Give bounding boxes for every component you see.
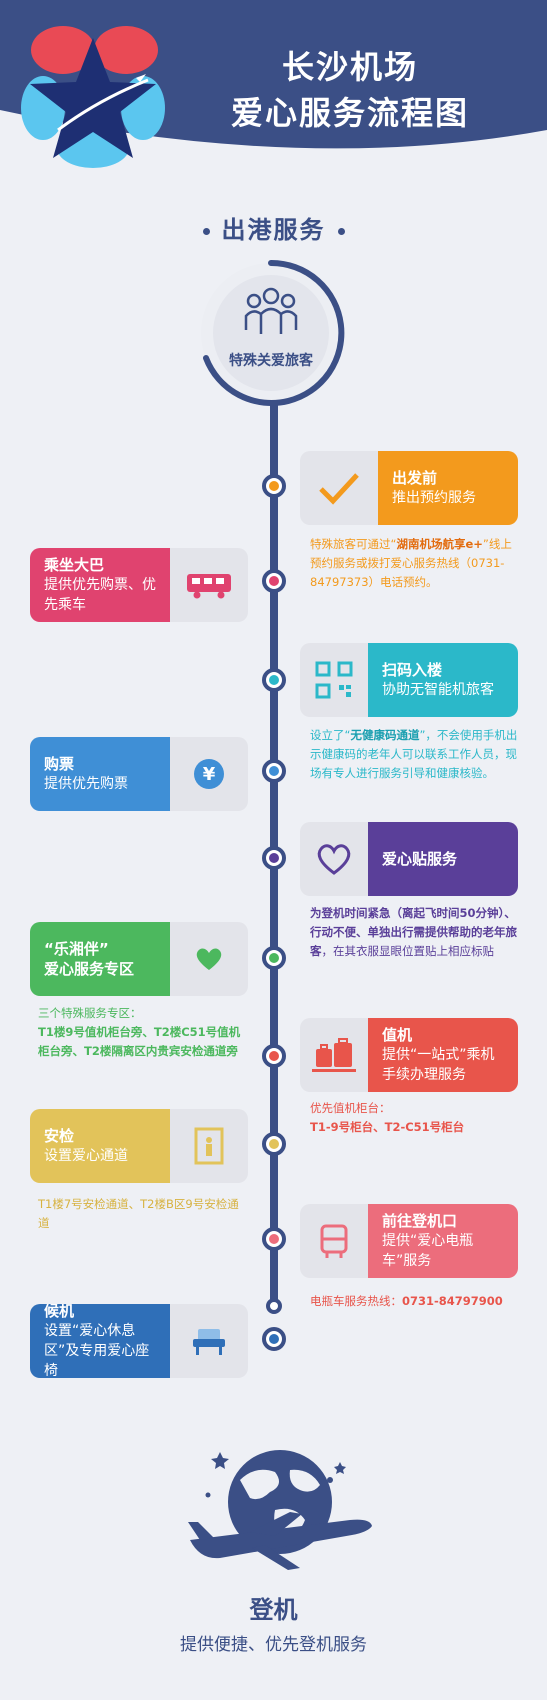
globe-plane-illustration [180, 1440, 380, 1580]
logo-icon [21, 26, 165, 168]
timeline-node-7 [262, 1044, 286, 1068]
header-title-line2: 爱心服务流程图 [230, 94, 469, 132]
timeline-node-9 [262, 1227, 286, 1251]
electric-cart-icon [300, 1204, 368, 1278]
step-scan: 扫码入楼 协助无智能机旅客 [300, 643, 518, 717]
timeline-node-3 [262, 668, 286, 692]
step-title: 爱心贴服务 [382, 850, 458, 868]
dot-left [202, 227, 210, 235]
note-heart-sticker: 为登机时间紧急（离起飞时间50分钟）、行动不便、单独出行需提供帮助的老年旅客，在… [310, 906, 517, 958]
step-title: “乐湘伴” [44, 940, 109, 958]
step-title: 出发前 [392, 469, 438, 487]
qr-code-icon [300, 643, 368, 717]
step-title: 安检 [44, 1127, 75, 1145]
step-subtitle: 提供“爱心电瓶车”服务 [382, 1233, 474, 1269]
timeline-node-5 [262, 846, 286, 870]
note-lexiangban: 三个特殊服务专区：T1楼9号值机柜台旁、T2楼C51号值机柜台旁、T2楼隔离区内… [38, 1006, 241, 1058]
step-subtitle: 提供优先购票 [44, 776, 128, 792]
step-subtitle: 爱心服务专区 [44, 960, 135, 978]
note-scan: 设立了“无健康码通道”，不会使用手机出示健康码的老年人可以联系工作人员，现场有专… [310, 728, 518, 780]
heart-outline-icon [300, 822, 368, 896]
header-title-line1: 长沙机场 [281, 48, 418, 86]
note-checkin: 优先值机柜台：T1-9号柜台、T2-C51号柜台 [310, 1101, 465, 1134]
bus-icon [170, 548, 248, 622]
step-subtitle: 提供优先购票、优先乘车 [44, 577, 156, 613]
timeline-node-8 [262, 1132, 286, 1156]
step-title: 购票 [44, 755, 75, 773]
step-subtitle: 设置“爱心休息区”及专用爱心座椅 [44, 1323, 150, 1378]
timeline-node-6 [262, 946, 286, 970]
yuan-icon: ¥ [170, 737, 248, 811]
note-security: T1楼7号安检通道、T2楼B区9号安检通道 [38, 1197, 239, 1230]
badge-label: 特殊关爱旅客 [229, 353, 313, 369]
step-security: 安检 设置爱心通道 [30, 1109, 248, 1183]
step-title: 扫码入楼 [382, 661, 443, 679]
security-gate-icon [170, 1109, 248, 1183]
people-icon [244, 287, 298, 334]
timeline-end-dot [266, 1298, 282, 1314]
step-bus: 乘坐大巴 提供优先购票、优先乘车 [30, 548, 248, 622]
step-subtitle: 提供“一站式”乘机手续办理服务 [382, 1047, 495, 1083]
section-title: 出港服务 [0, 210, 547, 245]
note-gate: 电瓶车服务热线：0731-84797900 [310, 1294, 503, 1308]
svg-text:¥: ¥ [203, 764, 216, 785]
timeline-node-1 [262, 474, 286, 498]
airport-logo [18, 20, 168, 170]
step-waiting: 候机 设置“爱心休息区”及专用爱心座椅 [30, 1304, 248, 1378]
seat-icon [170, 1304, 248, 1378]
timeline-node-10 [262, 1327, 286, 1351]
step-title: 乘坐大巴 [44, 556, 105, 574]
step-subtitle: 推出预约服务 [392, 490, 476, 506]
step-ticket: 购票 提供优先购票 ¥ [30, 737, 248, 811]
check-icon [300, 451, 378, 525]
step-subtitle: 设置爱心通道 [44, 1148, 128, 1164]
step-title: 候机 [44, 1304, 75, 1320]
heart-icon [170, 922, 248, 996]
luggage-icon [300, 1018, 368, 1092]
final-title: 登机 [249, 1596, 298, 1624]
step-subtitle: 协助无智能机旅客 [382, 682, 494, 698]
badge-ring [201, 259, 345, 406]
timeline-node-4 [262, 759, 286, 783]
step-gate: 前往登机口 提供“爱心电瓶车”服务 [300, 1204, 518, 1278]
step-lexiangban: “乐湘伴” 爱心服务专区 [30, 922, 248, 996]
dot-right [337, 227, 345, 235]
note-departure: 特殊旅客可通过“湖南机场航享e+”线上预约服务或拨打爱心服务热线（0731-84… [310, 537, 512, 589]
step-heart-sticker: 爱心贴服务 [300, 822, 518, 896]
step-title: 前往登机口 [382, 1212, 458, 1230]
timeline-node-2 [262, 569, 286, 593]
step-title: 值机 [382, 1026, 413, 1044]
final-subtitle: 提供便捷、优先登机服务 [180, 1635, 367, 1655]
globe-icon [188, 1450, 372, 1570]
step-departure: 出发前 推出预约服务 [300, 451, 518, 525]
step-checkin: 值机 提供“一站式”乘机手续办理服务 [300, 1018, 518, 1092]
special-passenger-badge: 特殊关爱旅客 [196, 258, 346, 408]
